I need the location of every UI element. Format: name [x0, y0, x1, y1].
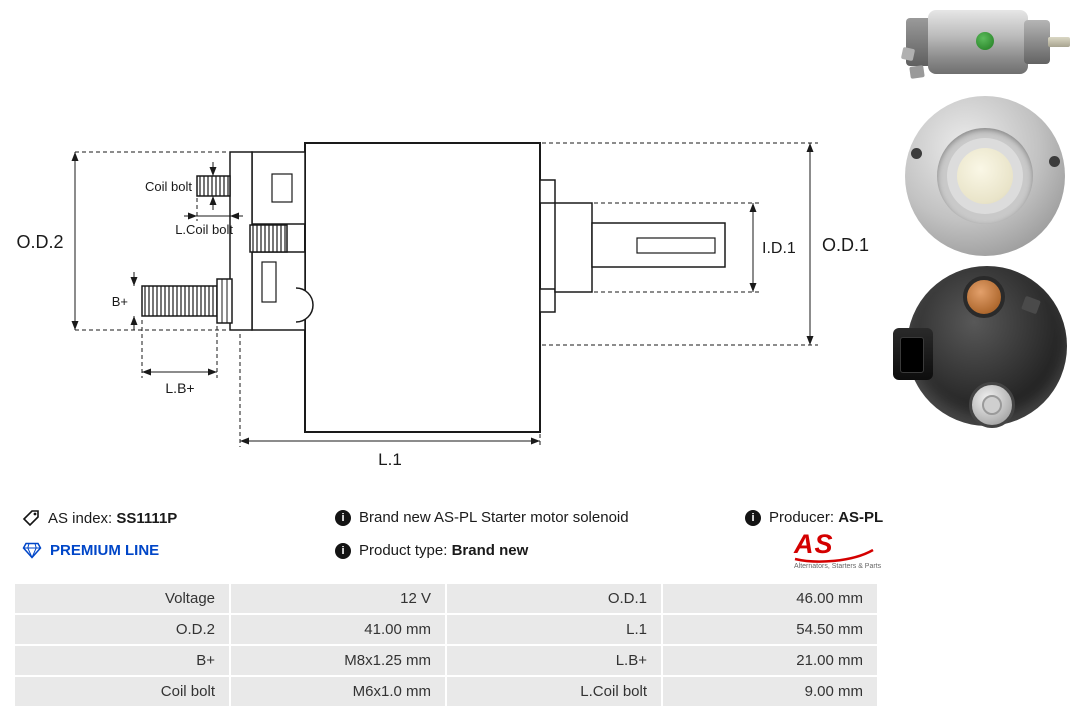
dim-label-coil-bolt: Coil bolt [145, 179, 192, 194]
dimension-coil-bolt [209, 162, 217, 210]
spec-l1-value: 54.50 mm [663, 615, 877, 644]
spec-od1-value: 46.00 mm [663, 584, 877, 613]
as-pl-logo: AS Alternators, Starters & Parts [794, 529, 882, 570]
producer-label: Producer: [769, 509, 835, 526]
solenoid-technical-drawing: O.D.2 Coil bolt L.Coil bolt B+ L.B+ [16, 142, 869, 469]
as-pl-logo-swoosh [794, 549, 874, 563]
product-type-value: Brand new [451, 542, 529, 559]
as-pl-logo-subtext: Alternators, Starters & Parts [794, 563, 882, 570]
producer-row: i Producer: AS-PL [745, 509, 883, 526]
spec-lbplus-label: L.B+ [447, 646, 661, 675]
as-index-text: AS index: SS1111P [48, 510, 177, 527]
dim-label-l-b-plus: L.B+ [165, 380, 194, 396]
spec-table: Voltage 12 V O.D.1 46.00 mm O.D.2 41.00 … [15, 584, 877, 706]
spec-voltage-label: Voltage [15, 584, 229, 613]
green-sticker [976, 32, 994, 50]
copper-terminal [963, 276, 1005, 318]
dimension-id1 [594, 202, 760, 293]
producer-value: AS-PL [838, 509, 884, 526]
spec-l1-label: L.1 [447, 615, 661, 644]
mounting-hole [911, 148, 922, 159]
dimension-od1 [542, 142, 818, 346]
product-description: Brand new AS-PL Starter motor solenoid [359, 509, 629, 526]
product-type-label: Product type: [359, 542, 448, 559]
as-index-label: AS index: [48, 509, 113, 527]
producer-text: Producer: AS-PL [769, 509, 883, 526]
dim-label-l-coil-bolt: L.Coil bolt [175, 222, 233, 237]
terminal-bolt [909, 65, 925, 79]
as-pl-logo-mark: AS [794, 529, 878, 563]
as-pl-logo-text: AS [794, 529, 834, 559]
spec-bplus-value: M8x1.25 mm [231, 646, 445, 675]
spec-od2-label: O.D.2 [15, 615, 229, 644]
connector-socket [900, 337, 924, 373]
spec-lbplus-value: 21.00 mm [663, 646, 877, 675]
solenoid-drawing-svg: O.D.2 Coil bolt L.Coil bolt B+ L.B+ [16, 142, 869, 469]
solenoid-flange-assembly [229, 151, 314, 331]
premium-line-row: PREMIUM LINE [22, 542, 159, 559]
solenoid-front-cap [1024, 20, 1050, 64]
as-index-row: AS index: SS1111P [22, 509, 177, 527]
product-photo-front-view [893, 94, 1077, 260]
dimension-l-coil-bolt [184, 198, 243, 221]
spec-od1-label: O.D.1 [447, 584, 661, 613]
spec-coilbolt-label: Coil bolt [15, 677, 229, 706]
spec-bplus-label: B+ [15, 646, 229, 675]
front-center-cap [957, 148, 1013, 204]
terminal-bolt [900, 46, 916, 62]
product-type-text: Product type: Brand new [359, 542, 528, 559]
diamond-icon [22, 542, 42, 559]
spec-od2-value: 41.00 mm [231, 615, 445, 644]
spec-voltage-value: 12 V [231, 584, 445, 613]
premium-line-label: PREMIUM LINE [50, 542, 160, 559]
dim-label-l1: L.1 [378, 450, 402, 469]
dim-label-b-plus: B+ [112, 294, 128, 309]
info-icon: i [335, 542, 351, 559]
product-type-row: i Product type: Brand new [335, 542, 528, 559]
spec-lcoilbolt-label: L.Coil bolt [447, 677, 661, 706]
spec-lcoilbolt-value: 9.00 mm [663, 677, 877, 706]
dimension-l-b-plus [141, 320, 218, 378]
b-plus-terminal-part [141, 278, 233, 324]
tag-icon [22, 510, 39, 527]
dimension-od2 [71, 151, 226, 331]
product-photo-side-view [900, 4, 1072, 90]
silver-terminal-center [982, 395, 1002, 415]
info-icon: i [745, 509, 761, 526]
dimension-b-plus [130, 272, 138, 330]
dimension-l1 [239, 334, 541, 447]
mounting-hole [1049, 156, 1060, 167]
description-row: i Brand new AS-PL Starter motor solenoid [335, 509, 629, 526]
dim-label-od2: O.D.2 [16, 232, 63, 252]
plunger-pin [1048, 37, 1070, 47]
dim-label-od1: O.D.1 [822, 235, 869, 255]
dim-label-id1: I.D.1 [762, 240, 796, 257]
threaded-stud [249, 224, 288, 253]
coil-bolt-part [196, 175, 231, 197]
spec-coilbolt-value: M6x1.0 mm [231, 677, 445, 706]
info-icon: i [335, 509, 351, 526]
solenoid-body-outline [304, 142, 726, 433]
product-photo-back-view [893, 264, 1077, 434]
as-index-value: SS1111P [116, 509, 178, 527]
